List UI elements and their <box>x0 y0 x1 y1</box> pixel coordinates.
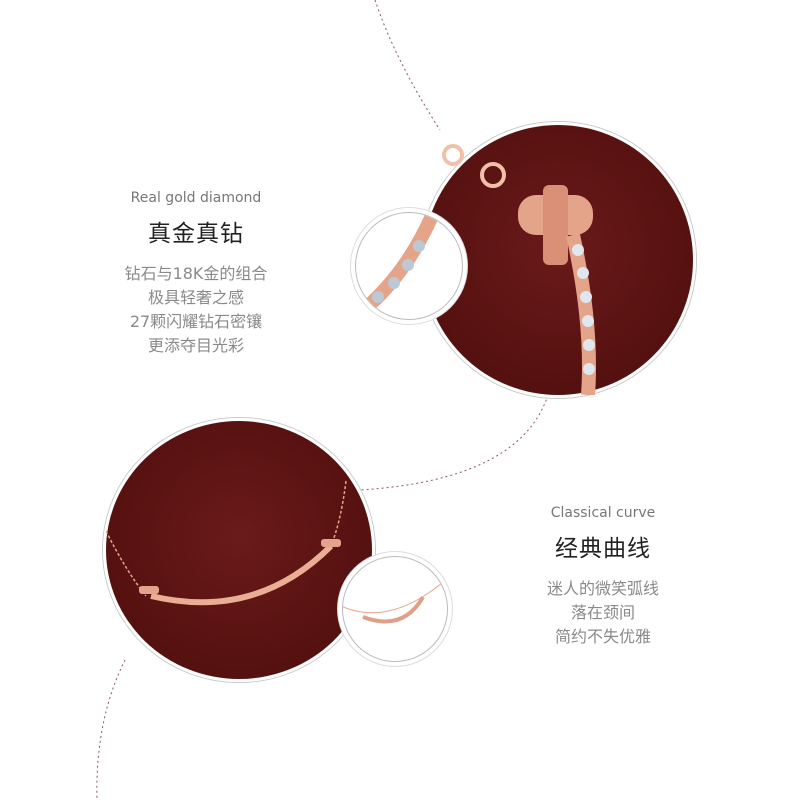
desc-line: 落在颈间 <box>570 603 635 622</box>
necklace-illustration <box>105 480 347 606</box>
desc-line: 迷人的微笑弧线 <box>546 579 659 598</box>
desc-line: 27颗闪耀钻石密镶 <box>129 312 263 331</box>
product-photo-necklace <box>103 418 375 682</box>
desc-line: 极具轻奢之感 <box>147 288 244 307</box>
feature-subtitle: Classical curve <box>550 505 656 521</box>
desc-line: 钻石与18K金的组合 <box>124 264 268 283</box>
feature-description: 迷人的微笑弧线 落在颈间 简约不失优雅 <box>483 577 723 649</box>
desc-line: 更添夺目光彩 <box>147 336 244 355</box>
feature-title: 经典曲线 <box>555 536 651 562</box>
feature-subtitle: Real gold diamond <box>130 190 262 206</box>
feature-title: 真金真钻 <box>148 221 244 247</box>
feature-description: 钻石与18K金的组合 极具轻奢之感 27颗闪耀钻石密镶 更添夺目光彩 <box>76 262 316 358</box>
feature-block-classical-curve: Classical curve 经典曲线 迷人的微笑弧线 落在颈间 简约不失优雅 <box>483 505 723 649</box>
pendant-illustration <box>442 144 596 396</box>
product-photo-pendant-closeup <box>420 122 696 398</box>
detail-photo-diamonds <box>355 212 463 320</box>
desc-line: 简约不失优雅 <box>554 627 651 646</box>
detail-photo-necklace-worn <box>342 556 448 662</box>
feature-block-real-gold-diamond: Real gold diamond 真金真钻 钻石与18K金的组合 极具轻奢之感… <box>76 190 316 358</box>
